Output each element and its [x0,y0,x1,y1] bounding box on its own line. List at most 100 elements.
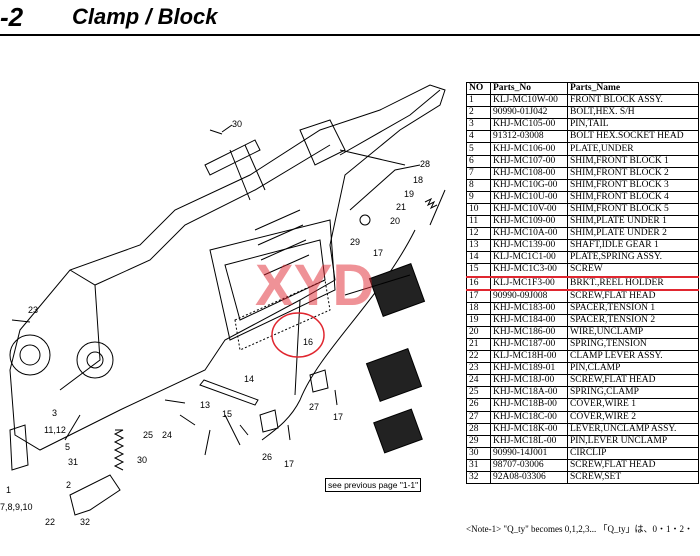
cell-no: 24 [466,374,491,388]
cell-parts-no: KHJ-MC18L-00 [490,434,568,448]
cell-no: 6 [466,154,491,168]
cell-parts-name: WIRE,UNCLAMP [567,325,699,339]
cell-parts-name: SHIM,FRONT BLOCK 4 [567,190,699,204]
callout: 11,12 [44,425,66,435]
cell-parts-no: KHJ-MC139-00 [490,239,568,253]
callout: 14 [244,374,254,384]
callout: 18 [413,175,423,185]
cell-parts-name: SHIM,FRONT BLOCK 2 [567,166,699,180]
callout: 31 [68,457,78,467]
cell-parts-name: SPACER,TENSION 1 [567,301,699,315]
cell-parts-name: COVER,WIRE 1 [567,398,699,412]
cell-parts-name: SHIM,FRONT BLOCK 1 [567,154,699,168]
cell-parts-no: KHJ-MC18B-00 [490,398,568,412]
cell-parts-no: KHJ-MC183-00 [490,301,568,315]
callout: 15 [222,409,232,419]
cell-no: 31 [466,458,491,473]
cell-no: 23 [466,362,491,376]
cell-parts-name: SHIM,FRONT BLOCK 5 [567,202,699,217]
column-header-parts-no: Parts_No [490,81,568,96]
cell-no: 21 [466,337,491,352]
cell-parts-name: FRONT BLOCK ASSY. [567,94,699,108]
callout: 22 [45,517,55,527]
cell-parts-name: SCREW,FLAT HEAD [567,374,699,388]
cell-parts-no: KHJ-MC108-00 [490,166,568,180]
cell-no: 13 [466,239,491,253]
cell-parts-name: SHAFT,IDLE GEAR 1 [567,239,699,253]
cell-parts-name: SCREW [567,263,699,277]
cell-parts-no: KHJ-MC106-00 [490,142,568,156]
callout: 7,8,9,10 [0,502,33,512]
cell-parts-no: 91312-03008 [490,130,568,144]
cell-no: 20 [466,325,491,339]
cell-no: 10 [466,202,491,217]
callout: 3 [52,408,57,418]
watermark-text: XYD [255,253,374,318]
cell-no: 5 [466,142,491,156]
cell-no: 26 [466,398,491,412]
table-header-row: NO Parts_No Parts_Name [466,81,699,96]
cell-parts-name: BOLT HEX.SOCKET HEAD [567,130,699,144]
cell-parts-name: LEVER,UNCLAMP ASSY. [567,422,699,436]
callout: 5 [65,442,70,452]
cell-parts-no: KLJ-MC1F3-00 [490,275,568,291]
cell-parts-no: KHJ-MC10A-00 [490,227,568,241]
cell-no: 27 [466,410,491,424]
cell-parts-name: SHIM,FRONT BLOCK 3 [567,178,699,192]
cell-parts-name: CLAMP LEVER ASSY. [567,350,699,364]
callout: 25 [143,430,153,440]
cell-parts-name: BRKT.,REEL HOLDER [567,275,699,291]
callout: 16 [303,337,313,347]
section-number: -2 [0,2,24,32]
page-title: Clamp / Block [72,4,218,29]
callout: 2 [66,480,71,490]
callout: 17 [284,459,294,469]
cell-parts-no: 90990-09J008 [490,289,568,303]
cell-parts-no: KLJ-MC18H-00 [490,350,568,364]
cell-parts-no: KHJ-MC18K-00 [490,422,568,436]
cell-no: 30 [466,446,491,460]
cell-parts-name: CIRCLIP [567,446,699,460]
cell-parts-no: KLJ-MC10W-00 [490,94,568,108]
cell-parts-no: KHJ-MC189-01 [490,362,568,376]
cell-no: 8 [466,178,491,192]
callout: 13 [200,400,210,410]
cell-no: 16 [466,275,491,291]
cell-no: 14 [466,251,491,265]
callout: 30 [232,119,242,129]
page-header: -2 Clamp / Block [0,0,700,40]
footer-note: <Note-1> "Q_ty" becomes 0,1,2,3... 「Q_ty… [466,524,693,534]
header-rule [0,34,700,36]
callout: 30 [137,455,147,465]
cell-no: 25 [466,386,491,400]
cell-parts-name: SPRING,CLAMP [567,386,699,400]
cell-parts-name: SPRING,TENSION [567,337,699,352]
cell-no: 28 [466,422,491,436]
cell-parts-name: SCREW,SET [567,470,699,485]
cell-parts-name: PLATE,UNDER [567,142,699,156]
cell-parts-name: PIN,CLAMP [567,362,699,376]
cell-parts-no: 98707-03006 [490,458,568,473]
cell-no: 15 [466,263,491,277]
cell-parts-no: KLJ-MC1C1-00 [490,251,568,265]
highlight-circle [271,312,325,358]
cell-parts-no: KHJ-MC186-00 [490,325,568,339]
